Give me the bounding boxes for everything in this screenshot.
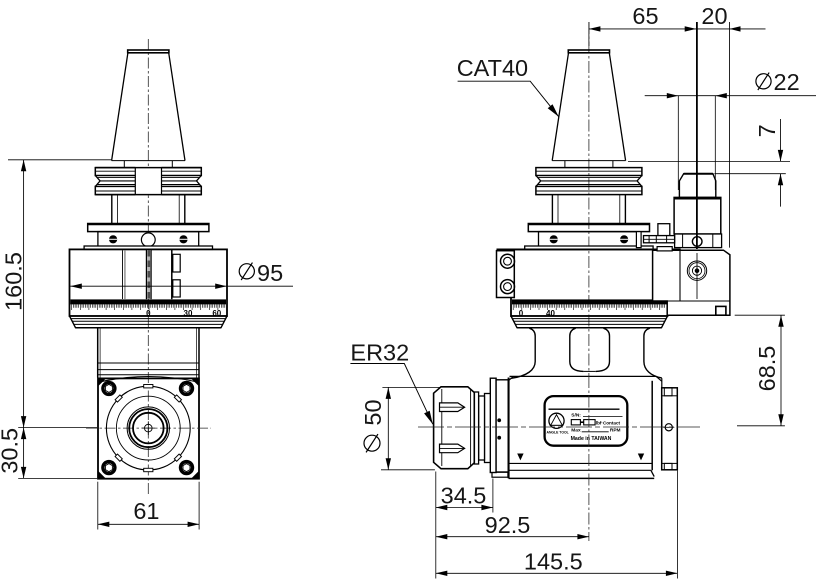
svg-text:65: 65 (632, 3, 658, 29)
svg-text:S/N:: S/N: (571, 412, 581, 418)
svg-text:30: 30 (184, 309, 193, 318)
svg-text:34.5: 34.5 (441, 483, 487, 509)
svg-text:Max: Max (571, 428, 581, 434)
svg-text:40: 40 (546, 309, 555, 318)
svg-text:7: 7 (754, 124, 780, 137)
svg-text:ANGLE TOOL: ANGLE TOOL (547, 431, 569, 435)
svg-text:20: 20 (701, 3, 727, 29)
svg-text:0: 0 (146, 309, 151, 318)
svg-text:lbf·Contact: lbf·Contact (596, 421, 621, 426)
svg-text:0: 0 (519, 309, 524, 318)
svg-text:CAT40: CAT40 (457, 55, 528, 81)
svg-text:ER32: ER32 (350, 339, 409, 365)
svg-text:160.5: 160.5 (1, 252, 27, 311)
svg-text:50: 50 (360, 399, 386, 425)
svg-text:92.5: 92.5 (485, 512, 531, 538)
svg-text:68.5: 68.5 (754, 346, 780, 392)
svg-text:61: 61 (133, 498, 159, 524)
svg-text:30.5: 30.5 (0, 428, 23, 474)
svg-text:22: 22 (774, 69, 800, 95)
svg-text:RPM: RPM (610, 428, 621, 434)
svg-text:145.5: 145.5 (524, 549, 583, 575)
svg-text:60: 60 (212, 309, 221, 318)
svg-text:Made in TAIWAN: Made in TAIWAN (571, 436, 612, 442)
svg-text:95: 95 (257, 260, 283, 286)
